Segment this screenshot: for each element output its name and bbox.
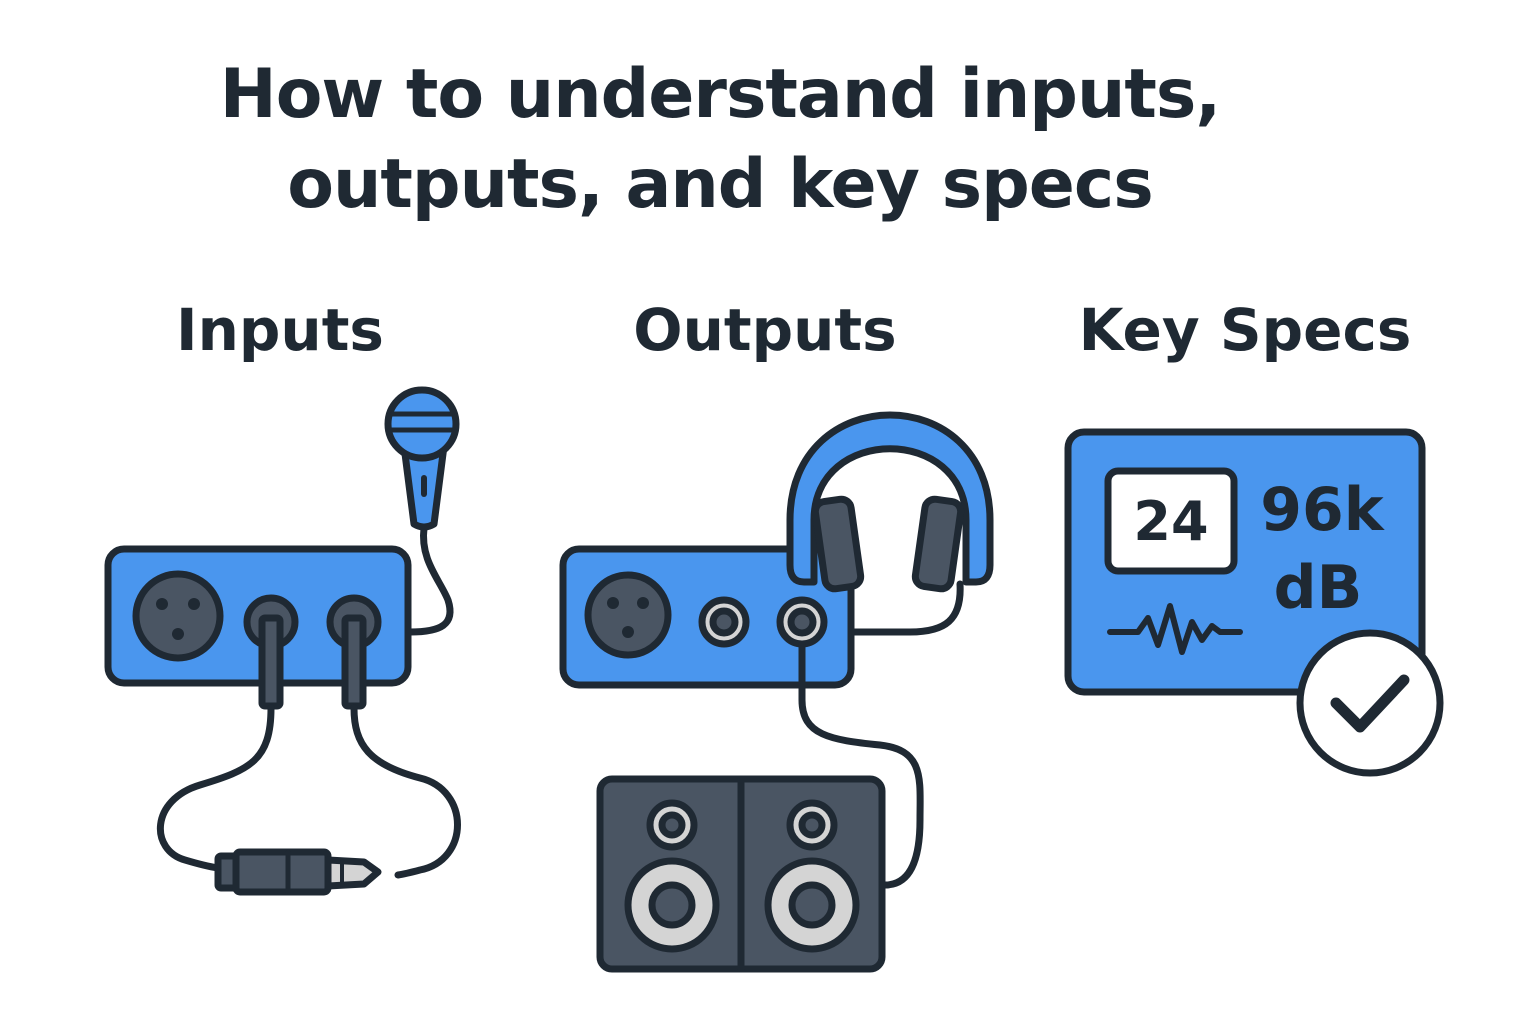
- outputs-heading: Outputs: [633, 296, 897, 364]
- outputs-illustration: [559, 411, 994, 973]
- page-title: How to understand inputs, outputs, and k…: [0, 50, 1440, 230]
- level-unit-value: dB: [1274, 553, 1363, 623]
- key-specs-illustration: [1064, 428, 1444, 777]
- headphones-icon: [786, 411, 994, 593]
- sample-rate-value: 96k: [1260, 475, 1385, 545]
- check-icon: [1296, 629, 1444, 777]
- mic-cable: [406, 524, 454, 636]
- inputs-heading: Inputs: [176, 296, 384, 364]
- inputs-illustration: [104, 386, 461, 896]
- jack-cable-icon: [157, 614, 461, 896]
- speaker-cable: [798, 641, 924, 889]
- title-line-1: How to understand inputs,: [219, 55, 1221, 134]
- studio-monitor-icon: [596, 775, 886, 973]
- headphone-cable: [848, 580, 964, 636]
- waveform-icon: [1107, 603, 1243, 655]
- microphone-icon: [384, 386, 460, 531]
- bit-depth-value: 24: [1133, 490, 1208, 553]
- key-specs-heading: Key Specs: [1078, 296, 1412, 364]
- title-line-2: outputs, and key specs: [287, 145, 1153, 224]
- bit-depth-display: [1104, 467, 1238, 575]
